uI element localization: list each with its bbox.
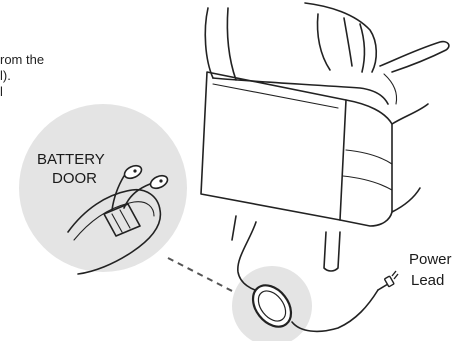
battery-door-label-line-2: DOOR — [52, 170, 97, 187]
intro-text-line-1: rom the — [0, 52, 45, 67]
power-plug — [377, 270, 399, 291]
intro-text-line-2: l). — [0, 68, 11, 83]
power-lead-label-line-2: Lead — [411, 272, 445, 289]
battery-door-label-line-1: BATTERY — [37, 151, 105, 168]
handset-remote — [251, 284, 293, 328]
battery-zoom-circle — [19, 104, 187, 272]
zoom-connector-dashed — [167, 257, 237, 294]
battery-door-detail — [67, 164, 169, 275]
power-lead-cable — [291, 289, 379, 333]
intro-text-line-3: l — [0, 84, 3, 99]
recliner-chair — [200, 2, 450, 272]
power-lead-label-line-1: Power — [409, 251, 452, 268]
